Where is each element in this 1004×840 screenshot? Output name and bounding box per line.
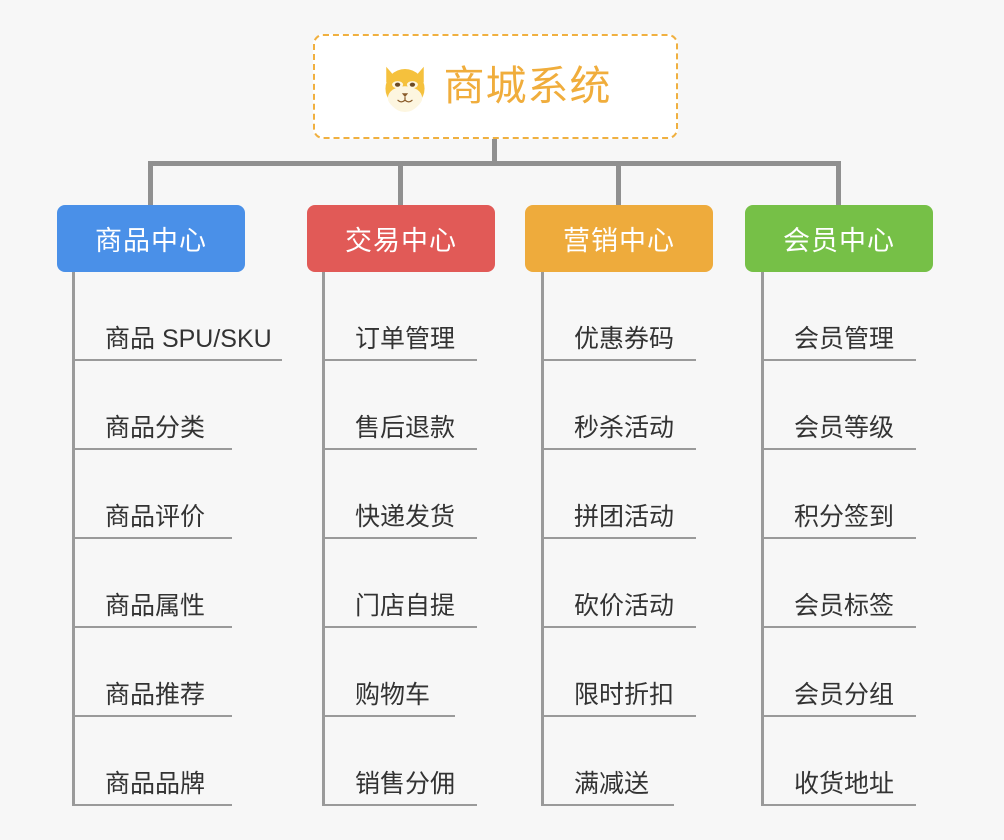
list-item-label: 会员标签 xyxy=(794,591,895,620)
list-item[interactable]: 商品评价 xyxy=(72,450,232,539)
list-item[interactable]: 秒杀活动 xyxy=(541,361,696,450)
list-item-label: 商品属性 xyxy=(105,591,206,620)
branch-column-product-center: 商品 SPU/SKU 商品分类 商品评价 商品属性 商品推荐 商品品牌 xyxy=(72,272,282,806)
list-item[interactable]: 销售分佣 xyxy=(322,717,477,806)
branch-header-marketing-center[interactable]: 营销中心 xyxy=(525,205,713,272)
list-item[interactable]: 满减送 xyxy=(541,717,674,806)
connector-branch-stem-4 xyxy=(836,161,841,205)
list-item[interactable]: 会员标签 xyxy=(761,539,916,628)
list-item[interactable]: 商品推荐 xyxy=(72,628,232,717)
list-item[interactable]: 快递发货 xyxy=(322,450,477,539)
list-item[interactable]: 购物车 xyxy=(322,628,455,717)
connector-branch-stem-1 xyxy=(148,161,153,205)
list-item-label: 销售分佣 xyxy=(355,769,456,798)
connector-horizontal-bus xyxy=(148,161,841,166)
list-item-label: 拼团活动 xyxy=(574,502,675,531)
list-item-label: 商品评价 xyxy=(105,502,206,531)
list-item-label: 商品 SPU/SKU xyxy=(105,324,272,353)
list-item[interactable]: 拼团活动 xyxy=(541,450,696,539)
root-node-mall-system[interactable]: 商城系统 xyxy=(313,34,678,139)
branch-header-label: 营销中心 xyxy=(563,226,675,256)
list-item[interactable]: 优惠券码 xyxy=(541,272,696,361)
branch-header-label: 会员中心 xyxy=(783,226,895,256)
list-item-label: 商品推荐 xyxy=(105,680,206,709)
list-item[interactable]: 会员等级 xyxy=(761,361,916,450)
branch-header-label: 交易中心 xyxy=(345,226,457,256)
list-item-label: 优惠券码 xyxy=(574,324,675,353)
connector-root-stem xyxy=(492,139,497,166)
list-item-label: 收货地址 xyxy=(794,769,895,798)
list-item[interactable]: 门店自提 xyxy=(322,539,477,628)
branch-rail xyxy=(322,272,325,806)
list-item[interactable]: 商品 SPU/SKU xyxy=(72,272,282,361)
list-item[interactable]: 收货地址 xyxy=(761,717,916,806)
branch-header-label: 商品中心 xyxy=(95,226,207,256)
list-item-label: 积分签到 xyxy=(794,502,895,531)
branch-header-member-center[interactable]: 会员中心 xyxy=(745,205,933,272)
list-item-label: 秒杀活动 xyxy=(574,413,675,442)
list-item-label: 会员管理 xyxy=(794,324,895,353)
list-item[interactable]: 积分签到 xyxy=(761,450,916,539)
list-item-label: 满减送 xyxy=(574,769,650,798)
list-item[interactable]: 商品分类 xyxy=(72,361,232,450)
list-item-label: 限时折扣 xyxy=(574,680,675,709)
list-item[interactable]: 会员管理 xyxy=(761,272,916,361)
list-item[interactable]: 限时折扣 xyxy=(541,628,696,717)
list-item-label: 会员分组 xyxy=(794,680,895,709)
list-item[interactable]: 商品品牌 xyxy=(72,717,232,806)
branch-rail xyxy=(761,272,764,806)
branch-rail xyxy=(72,272,75,806)
list-item-label: 门店自提 xyxy=(355,591,456,620)
list-item-label: 砍价活动 xyxy=(574,591,675,620)
list-item-label: 快递发货 xyxy=(355,502,456,531)
list-item[interactable]: 会员分组 xyxy=(761,628,916,717)
list-item-label: 会员等级 xyxy=(794,413,895,442)
branch-header-trade-center[interactable]: 交易中心 xyxy=(307,205,495,272)
list-item-label: 商品分类 xyxy=(105,413,206,442)
list-item[interactable]: 售后退款 xyxy=(322,361,477,450)
branch-column-member-center: 会员管理 会员等级 积分签到 会员标签 会员分组 收货地址 xyxy=(761,272,916,806)
list-item-label: 商品品牌 xyxy=(105,769,206,798)
list-item-label: 订单管理 xyxy=(355,324,456,353)
list-item-label: 购物车 xyxy=(355,680,431,709)
list-item-label: 售后退款 xyxy=(355,413,456,442)
dog-face-icon xyxy=(384,66,425,112)
connector-branch-stem-2 xyxy=(398,161,403,205)
branch-rail xyxy=(541,272,544,806)
list-item[interactable]: 订单管理 xyxy=(322,272,477,361)
branch-column-marketing-center: 优惠券码 秒杀活动 拼团活动 砍价活动 限时折扣 满减送 xyxy=(541,272,696,806)
list-item[interactable]: 商品属性 xyxy=(72,539,232,628)
root-title: 商城系统 xyxy=(443,63,612,109)
list-item[interactable]: 砍价活动 xyxy=(541,539,696,628)
branch-column-trade-center: 订单管理 售后退款 快递发货 门店自提 购物车 销售分佣 xyxy=(322,272,477,806)
branch-header-product-center[interactable]: 商品中心 xyxy=(57,205,245,272)
connector-branch-stem-3 xyxy=(616,161,621,205)
